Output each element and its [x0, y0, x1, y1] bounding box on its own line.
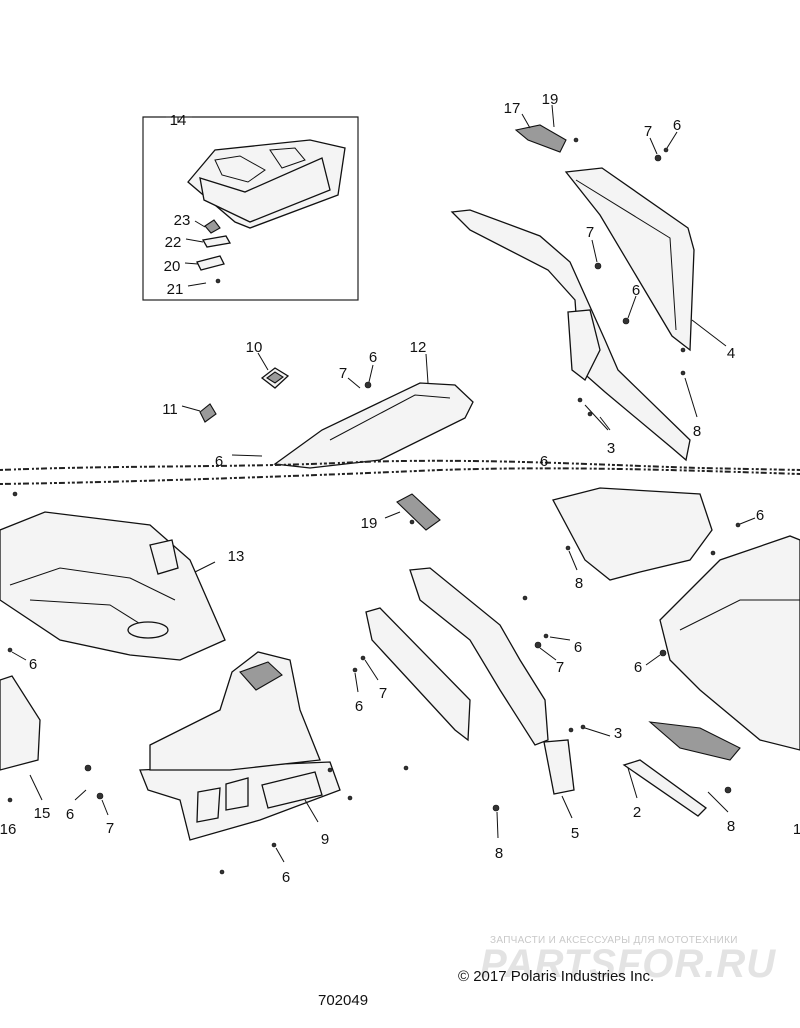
callout-c6b: 6 — [632, 282, 640, 299]
cargo-box-part-13 — [0, 491, 226, 661]
callout-c6g: 6 — [574, 639, 582, 656]
grommet-parts — [181, 352, 290, 423]
side-panel-part-4 — [564, 167, 727, 352]
callout-c6a: 6 — [673, 117, 681, 134]
callout-c6i: 6 — [29, 656, 37, 673]
callout-c21: 21 — [167, 281, 184, 298]
callout-c13: 13 — [228, 548, 245, 565]
callout-c19b: 19 — [361, 515, 378, 532]
callout-c6f: 6 — [756, 507, 764, 524]
side-panel-part-15 — [0, 675, 109, 816]
callout-c9: 9 — [321, 831, 329, 848]
callout-c2: 2 — [633, 804, 641, 821]
callout-c1: 1 — [793, 821, 800, 838]
callout-c8d: 8 — [495, 845, 503, 862]
callout-c8c: 8 — [727, 818, 735, 835]
callout-c23: 23 — [174, 212, 191, 229]
rail-part-5 — [352, 567, 611, 839]
watermark-logo: PARTSFOR.RU — [480, 942, 777, 986]
callout-c20: 20 — [164, 258, 181, 275]
callout-c22: 22 — [165, 234, 182, 251]
callout-c7f: 7 — [106, 820, 114, 837]
callout-c7b: 7 — [586, 224, 594, 241]
callout-c19a: 19 — [542, 91, 559, 108]
drawing-number: 702049 — [318, 992, 369, 1009]
callout-c8b: 8 — [575, 575, 583, 592]
copyright-notice: © 2017 Polaris Industries Inc. — [458, 968, 655, 985]
callout-c6e: 6 — [215, 453, 223, 470]
callout-c14: 14 — [170, 112, 187, 129]
callout-c6k: 6 — [282, 869, 290, 886]
callout-c4: 4 — [727, 345, 735, 362]
callout-c6h: 6 — [634, 659, 642, 676]
callout-c12: 12 — [410, 339, 427, 356]
break-line — [0, 459, 800, 471]
storage-tray-part — [187, 139, 346, 229]
callout-c8a: 8 — [693, 423, 701, 440]
bracket-part-17 — [514, 104, 579, 153]
callout-c7d: 7 — [556, 659, 564, 676]
latch-parts — [177, 117, 232, 287]
callout-c7c: 7 — [339, 365, 347, 382]
callout-c7a: 7 — [644, 123, 652, 140]
callout-c5: 5 — [571, 825, 579, 842]
callout-c3a: 3 — [607, 440, 615, 457]
callout-c7e: 7 — [379, 685, 387, 702]
callout-c6c: 6 — [540, 453, 548, 470]
rear-frame-lower — [552, 487, 800, 751]
panel-part-12 — [231, 353, 474, 469]
callout-c15: 15 — [34, 805, 51, 822]
callout-c6l: 6 — [66, 806, 74, 823]
callout-c17: 17 — [504, 100, 521, 117]
rear-frame-upper — [450, 131, 698, 462]
callout-c6d: 6 — [369, 349, 377, 366]
callout-c3b: 3 — [614, 725, 622, 742]
callout-c6j: 6 — [355, 698, 363, 715]
trim-part-2 — [622, 721, 741, 817]
lower-panel-part-9 — [139, 651, 409, 875]
callout-c16: 16 — [0, 821, 16, 838]
bracket-part-19 — [384, 493, 441, 531]
callout-c11: 11 — [162, 401, 178, 418]
callout-c10: 10 — [246, 339, 263, 356]
watermark-subtitle: ЗАПЧАСТИ И АКСЕССУАРЫ ДЛЯ МОТОТЕХНИКИ — [490, 935, 738, 946]
